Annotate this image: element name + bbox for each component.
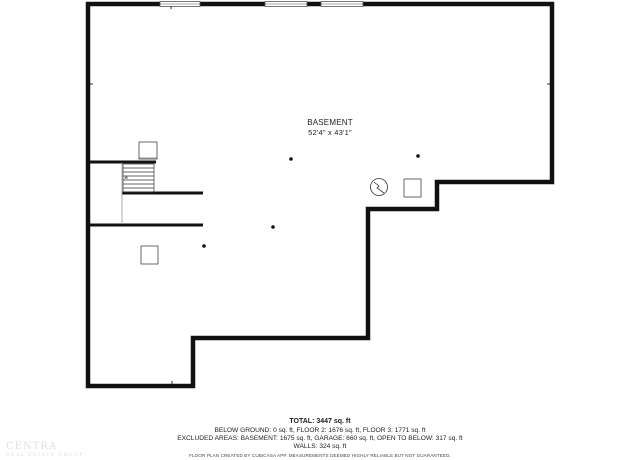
window-icon: [159, 1, 201, 7]
disclaimer: FLOOR PLAN CREATED BY CUBICASA APP. MEAS…: [189, 453, 451, 458]
fixture-box-icon: [138, 141, 158, 160]
window-icon: [320, 1, 364, 7]
watermark-line1: CENTRA: [6, 441, 58, 452]
column-post-icon: [289, 157, 293, 161]
fixture-box-icon: [403, 178, 422, 198]
exterior-walls: [85, 1, 555, 389]
watermark-line2: REAL ESTATE GROUP: [6, 452, 84, 458]
column-post-icon: [271, 225, 275, 229]
watermark-logo: CENTRA REAL ESTATE GROUP: [6, 442, 84, 460]
walls-area: WALLS: 324 sq. ft: [293, 443, 347, 450]
floor-areas: BELOW GROUND: 0 sq. ft, FLOOR 2: 1676 sq…: [214, 427, 426, 434]
column-post-icon: [416, 154, 420, 158]
column-post-icon: [202, 244, 206, 248]
window-icon: [264, 1, 308, 7]
water-heater-icon: [370, 178, 388, 196]
room-name: BASEMENT: [307, 118, 353, 127]
room-dimensions: 52'4" x 43'1": [308, 128, 352, 137]
excluded-areas: EXCLUDED AREAS: BASEMENT: 1675 sq. ft, G…: [177, 435, 463, 442]
fixture-box-icon: [140, 245, 159, 265]
total-area: TOTAL: 3447 sq. ft: [289, 418, 351, 425]
stairs-icon: [122, 163, 155, 193]
